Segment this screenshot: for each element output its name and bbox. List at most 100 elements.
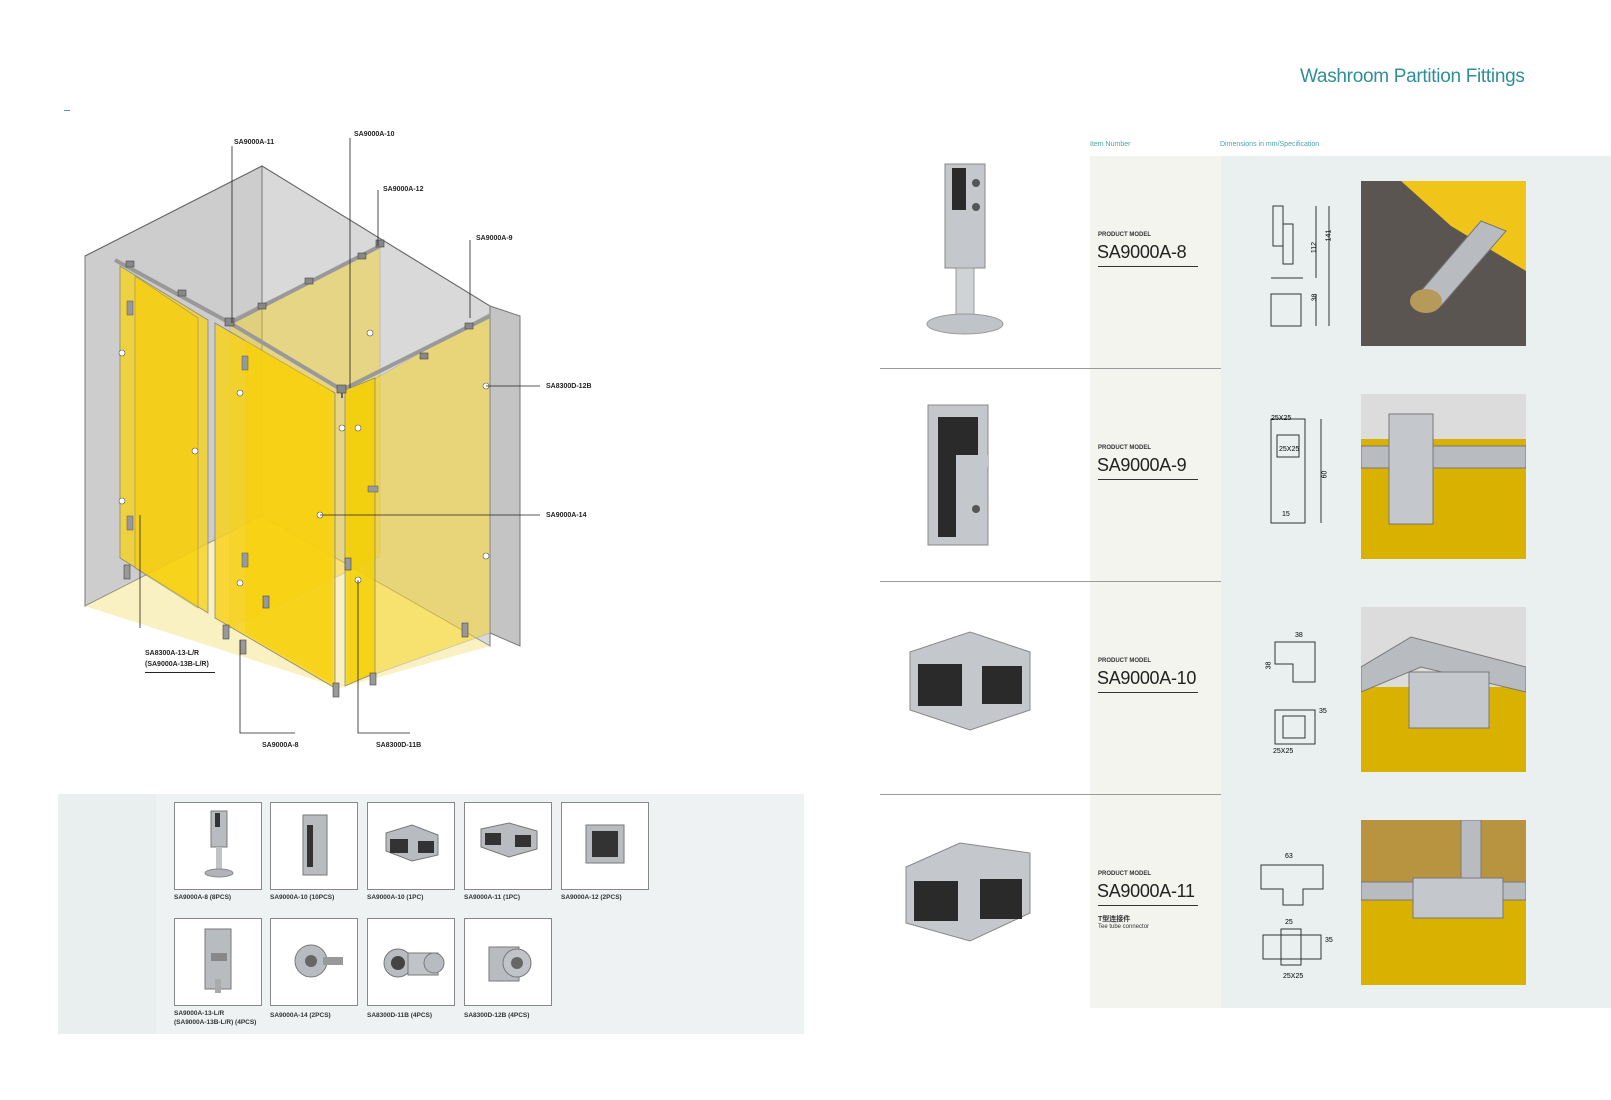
model-underline: [1098, 905, 1198, 906]
dim-60: 60: [1321, 470, 1329, 479]
thumb-sa9000a-8: [174, 802, 262, 890]
product-image: [880, 369, 1090, 582]
post-bracket-icon: [204, 810, 234, 878]
post-bracket-icon: [926, 163, 1004, 335]
dim-141: 141: [1325, 229, 1333, 242]
callout-sa9000a-11: SA9000A-11: [234, 139, 275, 146]
callout-sa8300d-12b: SA8300D-12B: [546, 383, 592, 390]
product-model: SA9000A-10: [1097, 668, 1197, 688]
dimension-drawing: [1274, 641, 1316, 745]
thumb-label: SA9000A-10 (1PC): [367, 894, 424, 901]
rail-bracket-icon: [302, 814, 328, 876]
page-title: Washroom Partition Fittings: [1300, 66, 1525, 87]
product-image: [880, 582, 1090, 795]
installation-photo: [1361, 607, 1526, 772]
product-info: PRODUCT MODEL SA9000A-10: [1090, 582, 1221, 795]
product-spec: 141 112 38: [1221, 156, 1611, 369]
callout-sa8300a-13-lr: SA8300A-13-L/R: [145, 650, 200, 657]
thumb-label: SA9000A-12 (2PCS): [561, 894, 622, 901]
product-model-label: PRODUCT MODEL: [1098, 871, 1151, 877]
thumb-label: SA9000A-10 (10PCS): [270, 894, 335, 901]
thumb-label: (SA9000A-13B-L/R) (4PCS): [174, 1019, 257, 1026]
product-spec: 63 25 35 25X25: [1221, 795, 1611, 1008]
callout-sa9000a-8: SA9000A-8: [262, 742, 299, 749]
thumb-sa9000a-13: [174, 918, 262, 1006]
thumb-sa9000a-11: [464, 802, 552, 890]
installation-photo: [1361, 820, 1526, 985]
callout-sa9000a-10: SA9000A-10: [354, 131, 395, 138]
thumb-label: SA9000A-11 (1PC): [464, 894, 520, 901]
product-name-chinese: T型连接件: [1098, 916, 1131, 923]
dimension-drawing: [1260, 864, 1324, 966]
product-row-sa9000a-9: PRODUCT MODEL SA9000A-9 25X25 25X25 60 1…: [880, 369, 1611, 582]
rail-bracket-icon: [927, 404, 989, 546]
hinge-icon: [204, 928, 232, 993]
installation-photo: [1361, 394, 1526, 559]
product-row-sa9000a-8: PRODUCT MODEL SA9000A-8 141 112 38: [880, 156, 1611, 369]
end-cap-icon: [585, 824, 625, 864]
dimension-drawing: [1270, 418, 1322, 524]
corner-connector-icon: [385, 824, 439, 862]
product-row-sa9000a-11: PRODUCT MODEL SA9000A-11 T型连接件 Tee tube …: [880, 795, 1611, 1008]
dim-35: 35: [1325, 937, 1333, 944]
product-info: PRODUCT MODEL SA9000A-8: [1090, 156, 1221, 369]
dim-112: 112: [1311, 241, 1319, 254]
product-model: SA9000A-9: [1097, 455, 1187, 475]
callout-sa9000a-14: SA9000A-14: [546, 512, 587, 519]
wall-bracket-icon: [488, 946, 532, 982]
tee-connector-icon: [905, 842, 1031, 942]
callout-sa8300d-11b: SA8300D-11B: [376, 742, 422, 749]
thumb-label: SA8300D-12B (4PCS): [464, 1012, 530, 1019]
product-row-sa9000a-10: PRODUCT MODEL SA9000A-10 38 38 35 25X25: [880, 582, 1611, 795]
installation-photo: [1361, 181, 1526, 346]
row-divider: [880, 368, 1221, 369]
dim-63: 63: [1285, 853, 1293, 860]
product-info: PRODUCT MODEL SA9000A-9: [1090, 369, 1221, 582]
product-model-label: PRODUCT MODEL: [1098, 445, 1151, 451]
product-name-english: Tee tube connector: [1098, 924, 1150, 930]
callout-sa9000a-9: SA9000A-9: [476, 235, 513, 242]
callout-sa9000a-12: SA9000A-12: [383, 186, 424, 193]
product-model-label: PRODUCT MODEL: [1098, 658, 1151, 664]
row-divider: [880, 794, 1221, 795]
thumb-sa9000a-9: [270, 802, 358, 890]
thumb-sa8300d-12b: [464, 918, 552, 1006]
product-model: SA9000A-8: [1097, 242, 1187, 262]
product-spec: 38 38 35 25X25: [1221, 582, 1611, 795]
callout-sa9000a-13b-lr: (SA9000A-13B-L/R): [145, 661, 209, 668]
dim-35: 35: [1319, 708, 1327, 715]
column-header-dimensions: Dimensions in mm/Specification: [1220, 141, 1320, 148]
callout-underline: [145, 672, 215, 673]
thumb-label: SA9000A-13-L/R: [174, 1010, 225, 1017]
product-image: [880, 156, 1090, 369]
thumb-sa9000a-12: [561, 802, 649, 890]
dim-25x25: 25X25: [1273, 748, 1294, 755]
thumb-sa8300d-11b: [367, 918, 455, 1006]
thumb-label: SA8300D-11B (4PCS): [367, 1012, 433, 1019]
thumb-sa9000a-14: [270, 918, 358, 1006]
model-underline: [1098, 479, 1198, 480]
thumb-label: SA9000A-8 (8PCS): [174, 894, 232, 901]
product-model: SA9000A-11: [1097, 881, 1195, 901]
product-model-label: PRODUCT MODEL: [1098, 232, 1151, 238]
dim-25: 25: [1285, 919, 1293, 926]
partition-assembly-diagram: [84, 138, 540, 734]
thumb-sa9000a-10: [367, 802, 455, 890]
product-info: PRODUCT MODEL SA9000A-11 T型连接件 Tee tube …: [1090, 795, 1221, 1008]
model-underline: [1098, 692, 1198, 693]
column-header-item-number: Item Number: [1090, 141, 1131, 148]
small-mark: [64, 110, 70, 111]
lock-icon: [294, 944, 343, 978]
row-divider: [880, 581, 1221, 582]
dim-25x25: 25X25: [1283, 973, 1304, 980]
product-spec: 25X25 25X25 60 15: [1221, 369, 1611, 582]
dim-25x25-b: 25X25: [1279, 446, 1300, 453]
dim-38: 38: [1311, 293, 1319, 302]
dimension-drawing: [1270, 205, 1330, 327]
dim-38-width: 38: [1295, 632, 1303, 639]
corner-connector-icon: [909, 631, 1031, 731]
dim-38-height: 38: [1265, 661, 1273, 670]
model-underline: [1098, 266, 1198, 267]
clamp-icon: [383, 948, 445, 978]
product-image: [880, 795, 1090, 1008]
